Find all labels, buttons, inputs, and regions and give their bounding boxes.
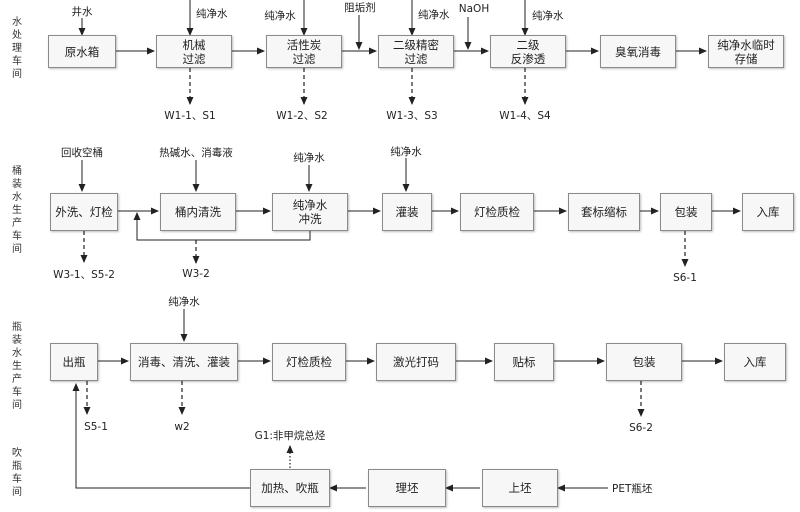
row3-flow-arrows (72, 309, 723, 489)
box-pure-water-rinse: 纯净水冲洗 (272, 193, 348, 231)
box-label: 灯检质检 (286, 355, 332, 369)
box-labeling: 贴标 (494, 343, 554, 381)
box-raw-water-tank: 原水箱 (48, 35, 116, 68)
input-label-pure-water-4: 纯净水 (532, 10, 564, 22)
input-label-pure-water-5: 纯净水 (293, 152, 325, 164)
row2-input-arrows (78, 158, 410, 192)
box-label: 机械过滤 (182, 37, 206, 66)
box-barrel-inner-wash: 桶内清洗 (160, 193, 236, 231)
box-light-inspection: 灯检质检 (460, 193, 534, 231)
box-preform-sorting: 理坯 (368, 469, 446, 507)
output-label-s6-2: S6-2 (629, 422, 653, 434)
box-heat-blow: 加热、吹瓶 (250, 469, 330, 507)
input-label-naoh: NaOH (458, 3, 490, 15)
box-label: 入库 (743, 355, 767, 369)
box-bottle-out: 出瓶 (50, 343, 98, 381)
box-label: 消毒、清洗、灌装 (138, 355, 230, 369)
input-label-antiscalant: 阻垢剂 (344, 2, 376, 14)
box-warehouse-2: 入库 (724, 343, 786, 381)
box-label: 包装 (674, 205, 698, 219)
box-label: 二级精密过滤 (393, 37, 439, 66)
input-label-pet-preform: PET瓶坯 (612, 483, 653, 495)
output-label-s5-1: S5-1 (84, 421, 108, 433)
box-label: 桶内清洗 (175, 205, 221, 219)
box-disinfect-wash-fill: 消毒、清洗、灌装 (130, 343, 238, 381)
input-label-pure-water-3: 纯净水 (418, 9, 450, 21)
output-label-w3-2: W3-2 (182, 268, 210, 280)
box-reverse-osmosis: 二级反渗透 (490, 35, 566, 68)
input-label-recycled-barrels: 回收空桶 (61, 147, 103, 159)
box-warehouse: 入库 (742, 193, 794, 231)
box-label: 上坯 (508, 481, 532, 495)
output-label-w1-1: W1-1、S1 (164, 110, 216, 122)
box-light-inspection-2: 灯检质检 (272, 343, 346, 381)
section-label-barrel-water: 桶装水生产车间 (12, 166, 22, 255)
box-filling: 灌装 (382, 193, 432, 231)
box-label: 包装 (632, 355, 656, 369)
output-label-w3-1: W3-1、S5-2 (53, 269, 115, 281)
input-label-pure-water-1: 纯净水 (196, 8, 228, 20)
box-laser-coding: 激光打码 (376, 343, 456, 381)
box-temp-storage: 纯净水临时存储 (708, 35, 784, 68)
box-label: 入库 (756, 205, 780, 219)
box-label: 理坯 (395, 481, 419, 495)
box-label: 纯净水冲洗 (292, 198, 328, 226)
box-label: 外洗、灯检 (55, 205, 113, 219)
row1-output-arrows (186, 68, 529, 105)
box-label: 激光打码 (393, 355, 439, 369)
section-label-blow-molding: 吹瓶车间 (12, 448, 22, 498)
box-label: 加热、吹瓶 (261, 481, 319, 495)
output-label-w1-4: W1-4、S4 (499, 110, 551, 122)
box-preform-loading: 上坯 (482, 469, 558, 507)
row3-output-arrows (83, 381, 645, 417)
box-label: 二级反渗透 (510, 37, 546, 66)
box-mechanical-filter: 机械过滤 (156, 35, 232, 68)
box-label: 灯检质检 (474, 205, 520, 219)
box-label: 纯净水临时存储 (717, 37, 775, 66)
emission-label-g1: G1:非甲烷总烃 (254, 430, 326, 442)
box-label: 套标缩标 (581, 205, 627, 219)
box-label: 出瓶 (62, 355, 86, 369)
section-label-bottle-water: 瓶装水生产车间 (12, 322, 22, 411)
row1-input-arrows (78, 0, 529, 50)
section-label-water-treatment: 水处理车间 (12, 17, 22, 80)
input-label-pure-water-6: 纯净水 (390, 146, 422, 158)
box-carbon-filter: 活性炭过滤 (266, 35, 342, 68)
input-label-alkali-disinfectant: 热碱水、消毒液 (159, 147, 233, 159)
box-label: 原水箱 (64, 44, 100, 59)
box-precision-filter: 二级精密过滤 (378, 35, 454, 68)
box-label: 臭氧消毒 (615, 44, 661, 59)
output-label-w1-3: W1-3、S3 (386, 110, 438, 122)
box-ozone-disinfection: 臭氧消毒 (600, 35, 676, 68)
output-label-w1-2: W1-2、S2 (276, 110, 328, 122)
input-label-pure-water-2: 纯净水 (264, 10, 296, 22)
box-packaging-2: 包装 (606, 343, 682, 381)
input-label-well-water: 井水 (71, 6, 93, 18)
box-label: 活性炭过滤 (286, 37, 322, 66)
row2-output-arrows (80, 231, 689, 267)
box-label: 灌装 (395, 205, 419, 219)
box-label: 贴标 (512, 355, 536, 369)
box-outer-wash-inspect: 外洗、灯检 (50, 193, 118, 231)
box-packaging: 包装 (660, 193, 712, 231)
box-labeling-shrink: 套标缩标 (568, 193, 640, 231)
output-label-s6-1: S6-1 (673, 272, 697, 284)
row2-flow-arrows (118, 207, 741, 241)
output-label-w2: w2 (174, 421, 190, 433)
input-label-pure-water-7: 纯净水 (168, 296, 200, 308)
